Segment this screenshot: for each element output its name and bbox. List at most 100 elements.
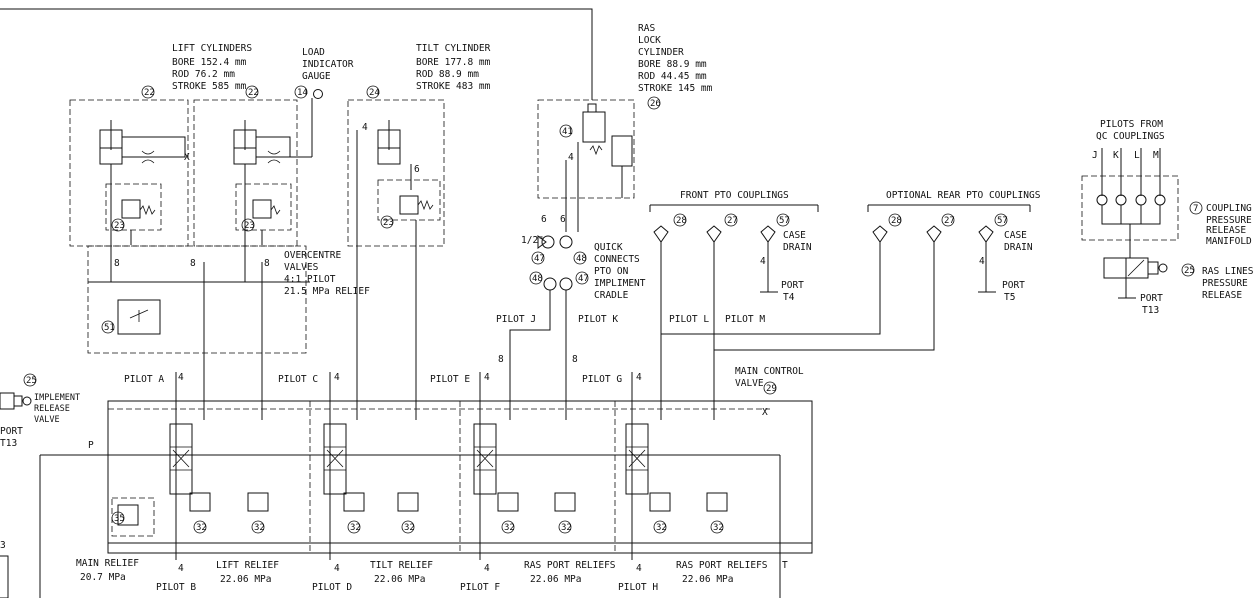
main-valve-l2: VALVE xyxy=(735,378,764,389)
gauge-label-2: INDICATOR xyxy=(302,59,354,70)
tilt-oc-spring xyxy=(417,199,434,211)
rear-coupler-b xyxy=(926,225,942,243)
ras-lock-cylinder xyxy=(611,135,633,167)
quick-label-5: CRADLE xyxy=(594,290,629,301)
ref-tilt: 24 xyxy=(369,88,380,98)
ref-circle-oc-c xyxy=(380,215,394,229)
main-control-valve: MAIN CONTROL VALVE 29 X P T PILOT A PILO… xyxy=(39,366,813,598)
front-coupler-a xyxy=(653,225,669,243)
pilot-j-label: PILOT J xyxy=(496,314,536,325)
overcentre-left-frame xyxy=(105,183,162,231)
spool-tilt-symbol xyxy=(324,446,346,471)
ref-circle-main-relief xyxy=(111,511,125,525)
lift-stroke: STROKE 585 mm xyxy=(172,81,247,92)
lift-cylinders-group: LIFT CYLINDERS BORE 152.4 mm ROD 76.2 mm… xyxy=(69,43,313,420)
ref-ras-valve: 41 xyxy=(562,127,573,137)
lift-title: LIFT CYLINDERS xyxy=(172,43,252,54)
ref-circle-qc xyxy=(1189,201,1203,215)
size-8-k: 8 xyxy=(572,354,578,365)
size-8-a: 8 xyxy=(114,258,120,269)
quick-label-3: PTO ON xyxy=(594,266,629,277)
implement-valve-body xyxy=(0,392,15,410)
lift-left-orifice xyxy=(141,150,155,164)
front-port-id: T4 xyxy=(783,292,795,303)
qc-m: M xyxy=(1153,150,1159,161)
ras-spring xyxy=(589,145,603,156)
spool-lift xyxy=(169,423,193,495)
lift-relief-value: 22.06 MPa xyxy=(220,574,271,585)
ras-enclosure xyxy=(537,99,635,199)
size-4-front: 4 xyxy=(760,256,766,267)
ref-circle-r2 xyxy=(251,520,265,534)
ref-circle-lift-b xyxy=(245,85,259,99)
ref-oc-a: 23 xyxy=(114,221,125,231)
ref-circle-48a xyxy=(573,251,587,265)
implement-port-id: T13 xyxy=(0,438,17,449)
ref-r28: 28 xyxy=(891,216,902,226)
ras-release-l1: RAS LINES xyxy=(1202,266,1254,277)
ref-main-valve: 29 xyxy=(766,384,777,394)
ref-circle-r5 xyxy=(501,520,515,534)
ras-relief-value-1: 22.06 MPa xyxy=(530,574,581,585)
rear-coupler-a xyxy=(872,225,888,243)
relief-lift-b xyxy=(247,492,269,512)
ras-release-l2: PRESSURE xyxy=(1202,278,1248,289)
qc-j: J xyxy=(1092,150,1098,161)
front-coupler-c xyxy=(760,225,776,243)
ref-r57: 57 xyxy=(997,216,1008,226)
overcentre-right-frame xyxy=(235,183,292,231)
pilot-b-label: PILOT B xyxy=(156,582,196,593)
pilot-e-label: PILOT E xyxy=(430,374,470,385)
rear-case: CASE xyxy=(1004,230,1027,241)
pilot-k-label: PILOT K xyxy=(578,314,618,325)
qc-manifold-group: PILOTS FROM QC COUPLINGS J K L M 7 COUPL… xyxy=(1081,119,1254,316)
ref-circle-r27 xyxy=(941,213,955,227)
ref-circle-r8 xyxy=(710,520,724,534)
oc-spring-left xyxy=(139,204,156,216)
rear-coupler-c xyxy=(978,225,994,243)
ras-relief-value-2: 22.06 MPa xyxy=(682,574,733,585)
size-4-c: 4 xyxy=(334,372,340,383)
tilt-relief-label: TILT RELIEF xyxy=(370,560,433,571)
lift-left-orifice-line xyxy=(122,136,186,158)
ref-oc-b: 23 xyxy=(244,221,255,231)
main-valve-l1: MAIN CONTROL xyxy=(735,366,804,377)
size-8-c: 8 xyxy=(264,258,270,269)
ref-48b: 48 xyxy=(532,274,543,284)
qc-check-k xyxy=(1115,194,1127,206)
lift-right-orifice-line xyxy=(256,136,291,158)
ref-circle-oc-b xyxy=(241,218,255,232)
ref-circle-r4 xyxy=(401,520,415,534)
size-6-ras-b: 6 xyxy=(560,214,566,225)
rear-port-label: PORT xyxy=(1002,280,1025,291)
ras-release-arrow xyxy=(1127,259,1145,277)
spool-ras-1 xyxy=(473,423,497,495)
tilt-oc-frame xyxy=(377,179,441,221)
size-4-ras: 4 xyxy=(568,152,574,163)
main-relief-valve xyxy=(117,504,139,526)
front-coupler-b xyxy=(706,225,722,243)
size-8-j: 8 xyxy=(498,354,504,365)
qc-check-l xyxy=(1135,194,1147,206)
ref-r1: 32 xyxy=(196,523,207,533)
tilt-rod: ROD 88.9 mm xyxy=(416,69,479,80)
ras-stroke: STROKE 145 mm xyxy=(638,83,713,94)
ref-r4: 32 xyxy=(404,523,415,533)
ref-ras: 26 xyxy=(650,99,661,109)
implement-l1: IMPLEMENT xyxy=(34,393,80,403)
qc-coupler-1 xyxy=(541,235,555,249)
ras-relief-label-1: RAS PORT RELIEFS xyxy=(524,560,616,571)
rear-pto-title: OPTIONAL REAR PTO COUPLINGS xyxy=(886,190,1041,201)
ras-release-solenoid xyxy=(1147,261,1159,275)
qc-pressure: PRESSURE xyxy=(1206,215,1252,226)
ras-valve-cap xyxy=(587,103,597,113)
implement-solenoid xyxy=(13,395,23,407)
pilot-d-label: PILOT D xyxy=(312,582,352,593)
size-4-b: 4 xyxy=(178,563,184,574)
ras-lock-group: RAS LOCK CYLINDER BORE 88.9 mm ROD 44.45… xyxy=(537,23,713,232)
spool-ras-2 xyxy=(625,423,649,495)
rear-b-line xyxy=(714,242,935,351)
flow-control-symbol xyxy=(129,309,149,322)
